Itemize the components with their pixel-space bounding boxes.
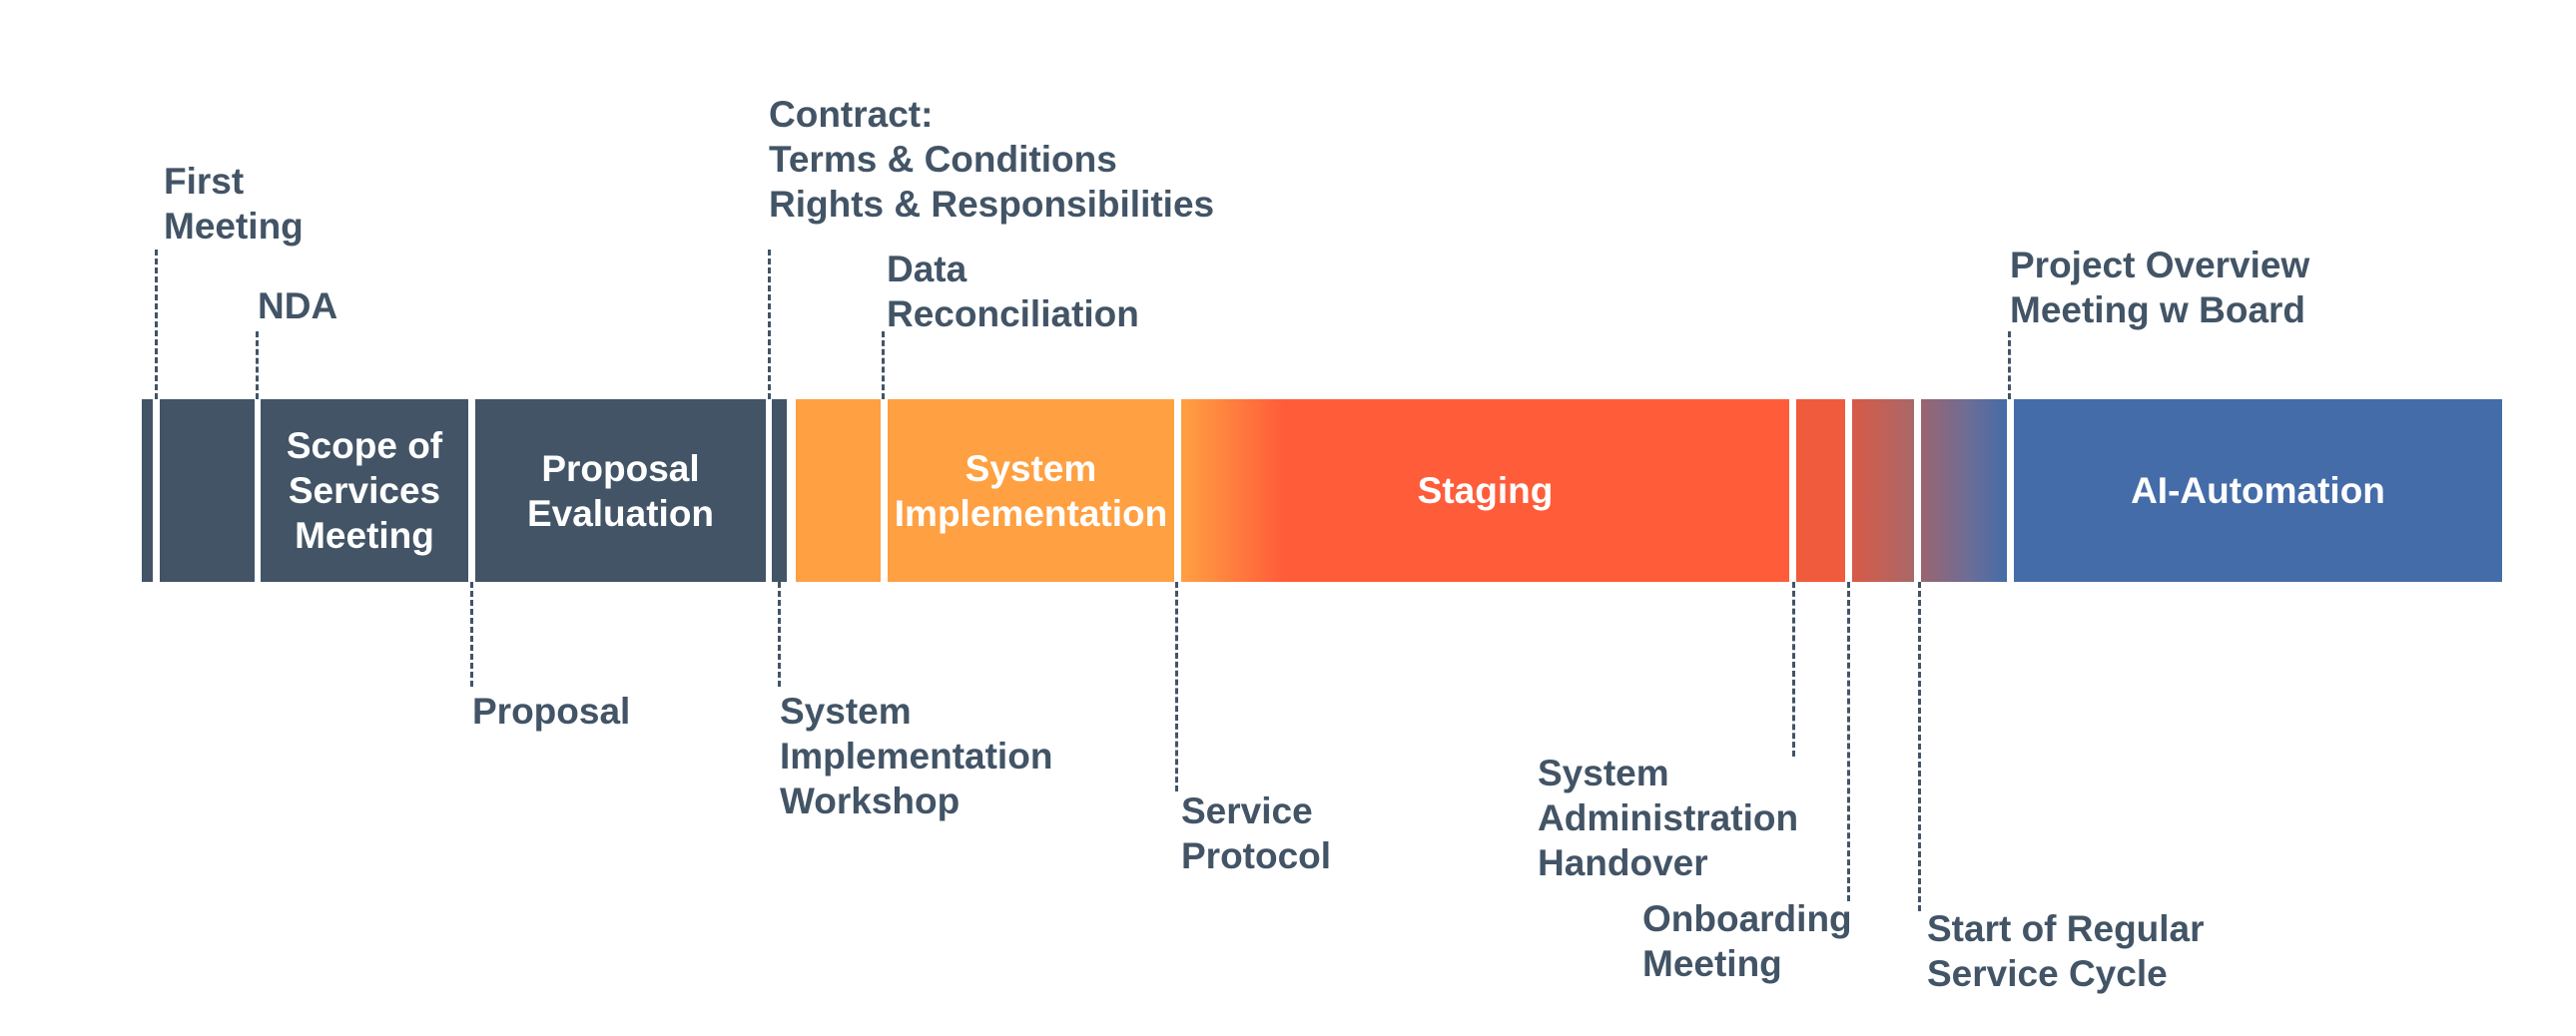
milestone-start-regular-service-cycle: Start of Regular Service Cycle	[1927, 908, 2205, 994]
segment-onboarding-phase	[1852, 399, 1914, 582]
milestone-system-administration-handover: System Administration Handover	[1538, 753, 1799, 883]
milestone-connector	[256, 331, 259, 399]
milestone-connector	[1918, 582, 1921, 911]
segment-staging: Staging	[1181, 399, 1789, 582]
milestone-connector	[778, 582, 781, 687]
segment-regular-cycle-transition	[1921, 399, 2007, 582]
segment-first-meeting-phase	[160, 399, 255, 582]
milestone-connector	[2008, 331, 2011, 399]
milestone-connector	[1792, 582, 1795, 757]
milestone-first-meeting: First Meeting	[164, 161, 304, 247]
milestone-contract: Contract: Terms & Conditions Rights & Re…	[769, 94, 1215, 225]
milestone-system-implementation-workshop: System Implementation Workshop	[780, 691, 1053, 821]
segment-start-marker	[142, 399, 153, 582]
milestone-service-protocol: Service Protocol	[1181, 790, 1332, 876]
segment-proposal-evaluation: Proposal Evaluation	[475, 399, 766, 582]
milestone-proposal: Proposal	[472, 691, 631, 732]
segment-system-implementation: System Implementation	[888, 399, 1174, 582]
segment-handover-phase	[1796, 399, 1845, 582]
segment-ai-automation: AI-Automation	[2014, 399, 2502, 582]
milestone-connector	[768, 250, 771, 399]
milestone-connector	[1175, 582, 1178, 791]
milestone-nda: NDA	[258, 285, 338, 326]
milestone-project-overview: Project Overview Meeting w Board	[2010, 245, 2310, 330]
segment-scope-of-services-meeting: Scope of Services Meeting	[261, 399, 468, 582]
milestone-connector	[882, 331, 885, 399]
milestone-connector	[1847, 582, 1850, 901]
segment-workshop-phase	[796, 399, 881, 582]
segment-contract-phase	[772, 399, 787, 582]
milestone-connector	[155, 250, 158, 399]
milestone-onboarding-meeting: Onboarding Meeting	[1642, 898, 1852, 984]
milestone-data-reconciliation: Data Reconciliation	[887, 249, 1139, 334]
milestone-connector	[470, 582, 473, 687]
